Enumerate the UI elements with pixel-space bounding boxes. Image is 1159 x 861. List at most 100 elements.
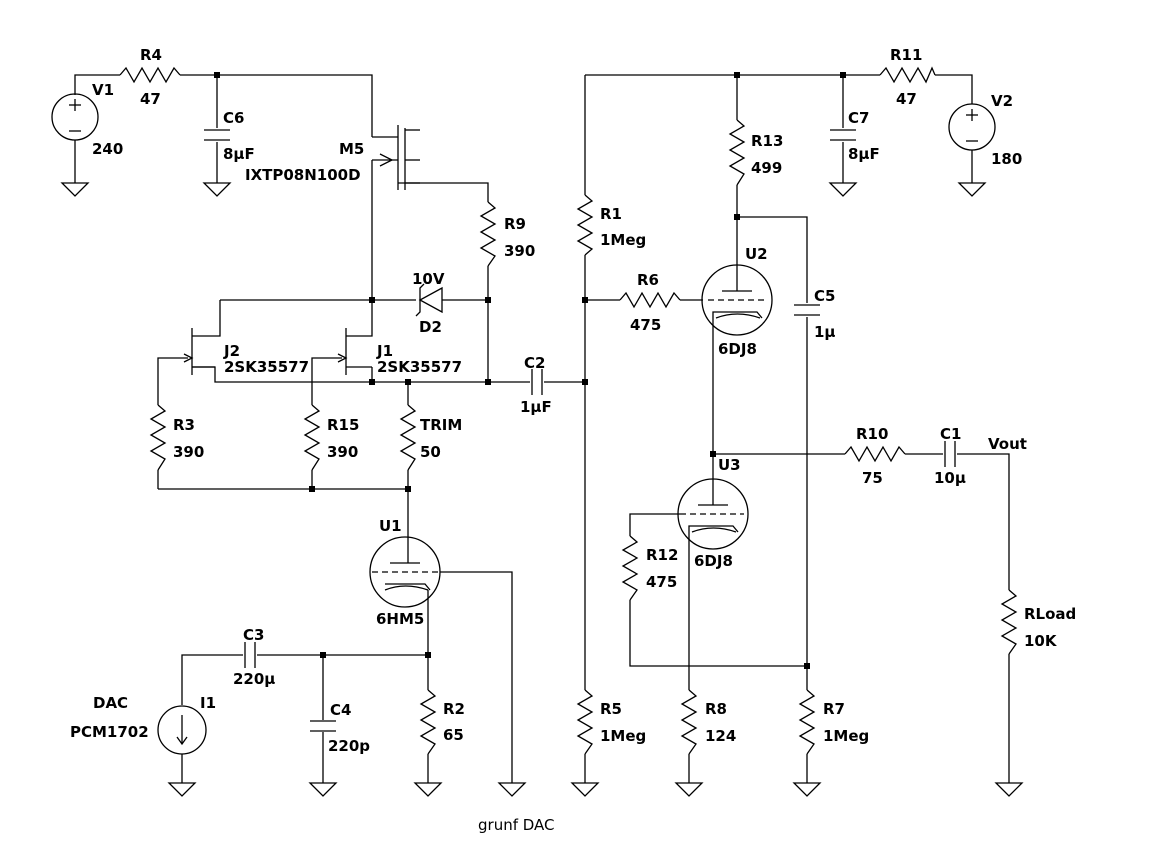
ground-symbols — [60, 182, 1024, 797]
voltage-source-v1 — [51, 93, 99, 141]
resistor-r12 — [621, 535, 639, 601]
label-c3-value: 220µ — [233, 670, 275, 688]
label-r1-name: R1 — [600, 205, 622, 223]
label-r13-name: R13 — [751, 132, 783, 150]
label-v2-value: 180 — [991, 150, 1022, 168]
tube-u1 — [369, 536, 441, 608]
ground-icon — [674, 782, 704, 797]
label-c6-name: C6 — [223, 109, 244, 127]
label-r1-value: 1Meg — [600, 231, 646, 249]
capacitor-c2 — [531, 369, 543, 395]
label-c4-value: 220p — [328, 737, 370, 755]
label-r3-value: 390 — [173, 443, 204, 461]
label-d2-value: 10V — [412, 270, 445, 288]
label-d2-name: D2 — [419, 318, 442, 336]
capacitor-c5 — [794, 304, 820, 316]
label-i1-label: DAC — [93, 694, 128, 712]
capacitor-c3 — [244, 642, 256, 668]
label-v1-name: V1 — [92, 81, 114, 99]
label-r10-name: R10 — [856, 425, 888, 443]
ground-icon — [308, 782, 338, 797]
label-r9-name: R9 — [504, 215, 526, 233]
resistor-r3 — [149, 404, 167, 471]
label-i1-value: PCM1702 — [70, 723, 149, 741]
label-j2-value: 2SK35577 — [224, 358, 309, 376]
label-c5-value: 1µ — [814, 323, 835, 341]
resistor-r4 — [119, 66, 181, 84]
label-r2-value: 65 — [443, 726, 464, 744]
label-c2-name: C2 — [524, 354, 545, 372]
label-m5-name: M5 — [339, 140, 364, 158]
label-r9-value: 390 — [504, 242, 535, 260]
label-r15-name: R15 — [327, 416, 359, 434]
ground-icon — [792, 782, 822, 797]
label-r12-value: 475 — [646, 573, 677, 591]
ground-icon — [570, 782, 600, 797]
mosfet-m5 — [372, 125, 420, 190]
label-u2-name: U2 — [745, 245, 768, 263]
resistor-rload — [1000, 589, 1018, 655]
resistor-r11 — [879, 66, 936, 84]
resistor-r9 — [479, 201, 497, 267]
label-trim-value: 50 — [420, 443, 441, 461]
capacitor-c6 — [204, 129, 230, 141]
label-j1-value: 2SK35577 — [377, 358, 462, 376]
schematic-caption: grunf DAC — [478, 816, 555, 834]
label-c6-value: 8µF — [223, 145, 255, 163]
ground-icon — [167, 782, 197, 797]
ground-icon — [413, 782, 443, 797]
label-r10-value: 75 — [862, 469, 883, 487]
label-c4-name: C4 — [330, 701, 351, 719]
resistor-r10 — [844, 445, 906, 463]
label-c7-value: 8µF — [848, 145, 880, 163]
ground-icon — [60, 182, 90, 197]
ground-icon — [957, 182, 987, 197]
label-u1-value: 6HM5 — [376, 610, 424, 628]
label-r4-value: 47 — [140, 90, 161, 108]
zener-diode-d2 — [415, 283, 443, 317]
voltage-source-v2 — [948, 103, 996, 151]
capacitor-c4 — [310, 720, 336, 732]
label-i1-name: I1 — [200, 694, 216, 712]
label-trim-name: TRIM — [420, 416, 462, 434]
label-u3-name: U3 — [718, 456, 741, 474]
resistor-r5 — [576, 689, 594, 755]
tube-u2 — [701, 264, 773, 336]
resistors — [119, 66, 1018, 755]
label-c2-value: 1µF — [520, 398, 552, 416]
label-r7-value: 1Meg — [823, 727, 869, 745]
resistor-r7 — [798, 689, 816, 755]
label-r5-value: 1Meg — [600, 727, 646, 745]
label-r7-name: R7 — [823, 700, 845, 718]
label-j2-name: J2 — [223, 342, 240, 360]
label-r12-name: R12 — [646, 546, 678, 564]
label-u3-value: 6DJ8 — [694, 552, 733, 570]
resistor-r13 — [728, 119, 746, 186]
label-r5-name: R5 — [600, 700, 622, 718]
label-rload-value: 10K — [1024, 632, 1058, 650]
jfet-j2 — [183, 318, 221, 375]
resistor-r1 — [576, 194, 594, 256]
ground-icon — [497, 782, 527, 797]
label-r8-value: 124 — [705, 727, 736, 745]
ground-icon — [828, 182, 858, 197]
resistor-r15 — [303, 404, 321, 471]
label-u1-name: U1 — [379, 517, 402, 535]
label-v1-value: 240 — [92, 140, 123, 158]
label-r11-value: 47 — [896, 90, 917, 108]
label-c1-value: 10µ — [934, 469, 966, 487]
label-r6-name: R6 — [637, 271, 659, 289]
label-r8-name: R8 — [705, 700, 727, 718]
label-v2-name: V2 — [991, 92, 1013, 110]
resistor-r6 — [619, 291, 681, 309]
capacitor-c1 — [944, 441, 956, 467]
resistor-trim — [399, 404, 417, 471]
label-r4-name: R4 — [140, 46, 162, 64]
ground-icon — [994, 782, 1024, 797]
label-r11-name: R11 — [890, 46, 922, 64]
jfet-j1 — [337, 318, 373, 375]
label-vout: Vout — [988, 435, 1027, 453]
label-c7-name: C7 — [848, 109, 869, 127]
tube-u3 — [677, 478, 749, 550]
label-c1-name: C1 — [940, 425, 961, 443]
